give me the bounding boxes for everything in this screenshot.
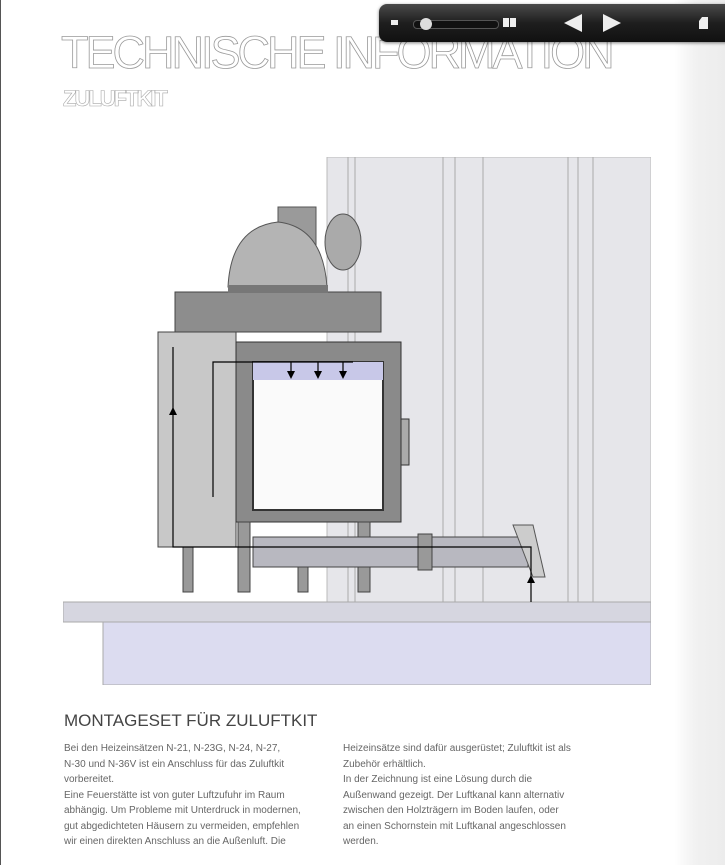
text-line: In der Zeichnung ist eine Lösung durch d… bbox=[343, 774, 533, 785]
viewer-toolbar bbox=[379, 4, 725, 42]
previous-page-icon[interactable] bbox=[562, 12, 584, 34]
text-line: werden. bbox=[343, 836, 379, 847]
fireplace-air-intake-drawing bbox=[63, 157, 651, 685]
text-line: Bei den Heizeinsätzen N-21, N-23G, N-24,… bbox=[64, 743, 281, 754]
floor bbox=[63, 601, 651, 623]
text-line: Eine Feuerstätte ist von guter Luftzufuh… bbox=[64, 789, 285, 801]
text-line: N-30 und N-36V ist ein Anschluss für das… bbox=[64, 758, 285, 770]
zoom-slider[interactable] bbox=[413, 18, 499, 30]
zoom-slider-knob[interactable] bbox=[419, 18, 432, 30]
page-subtitle: ZULUFTKIT bbox=[63, 86, 169, 112]
page-icon[interactable] bbox=[699, 17, 709, 29]
text-line: Außenwand gezeigt. Der Luftkanal kann al… bbox=[343, 789, 565, 801]
text-line: zwischen den Holzträgern im Boden laufen… bbox=[343, 805, 559, 816]
air-duct bbox=[252, 536, 529, 568]
text-line: an einen Schornstein mit Luftkanal anges… bbox=[343, 820, 566, 832]
text-column-right: Heizeinsätze sind dafür ausgerüstet; Zul… bbox=[343, 741, 613, 850]
zoom-out-icon[interactable] bbox=[391, 20, 398, 25]
text-line: gut abgedichteten Häusern zu vermeiden, … bbox=[64, 820, 300, 832]
text-line: Heizeinsätze sind dafür ausgerüstet; Zul… bbox=[343, 743, 571, 754]
text-column-left: Bei den Heizeinsätzen N-21, N-23G, N-24,… bbox=[64, 741, 334, 850]
text-line: wir einen direkten Anschluss an die Auße… bbox=[64, 836, 286, 847]
zoom-in-icon[interactable] bbox=[503, 18, 516, 27]
text-line: abhängig. Um Probleme mit Unterdruck in … bbox=[64, 805, 301, 816]
text-line: vorbereitet. bbox=[64, 774, 115, 785]
section-heading: MONTAGESET FÜR ZULUFTKIT bbox=[64, 711, 318, 730]
text-line: Zubehör erhältlich. bbox=[343, 758, 426, 770]
next-page-icon[interactable] bbox=[601, 12, 623, 34]
